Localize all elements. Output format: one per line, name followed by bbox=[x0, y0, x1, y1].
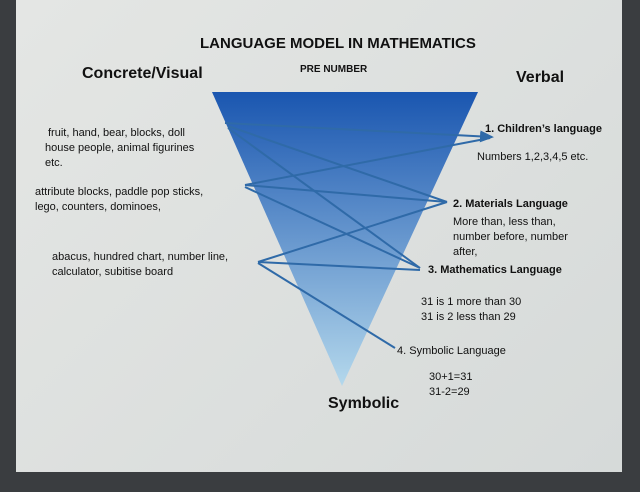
stage-1-examples: Numbers 1,2,3,4,5 etc. bbox=[477, 150, 588, 165]
materials-line: etc. bbox=[45, 157, 63, 169]
connector-line bbox=[257, 201, 448, 263]
materials-group-2: attribute blocks, paddle pop sticks, leg… bbox=[35, 185, 203, 215]
example-line: 31 is 1 more than 30 bbox=[421, 296, 522, 308]
materials-line: calculator, subitise board bbox=[52, 266, 174, 278]
stage-4-examples: 30+1=31 31-2=29 bbox=[429, 370, 472, 400]
stage-4-label: 4. Symbolic Language bbox=[397, 345, 506, 357]
connector-line bbox=[244, 184, 448, 203]
example-line: 31 is 2 less than 29 bbox=[421, 311, 516, 323]
example-line: number before, number bbox=[453, 231, 568, 243]
example-line: More than, less than, bbox=[453, 216, 556, 228]
stage-3-label: 3. Mathematics Language bbox=[428, 264, 562, 276]
left-heading: Concrete/Visual bbox=[82, 65, 203, 82]
inverted-triangle bbox=[212, 92, 478, 386]
page-title: LANGUAGE MODEL IN MATHEMATICS bbox=[200, 35, 476, 52]
right-heading: Verbal bbox=[516, 69, 565, 86]
connector-line bbox=[257, 262, 396, 349]
connector-line bbox=[224, 122, 494, 143]
stage-1-label: 1. Children’s language bbox=[485, 123, 602, 135]
example-line: after, bbox=[453, 246, 478, 258]
connector-line bbox=[227, 127, 421, 269]
materials-line: lego, counters, dominoes, bbox=[35, 201, 161, 213]
connector-line bbox=[244, 137, 491, 186]
connector-lines bbox=[224, 122, 494, 349]
stage-2-examples: More than, less than, number before, num… bbox=[453, 215, 568, 260]
materials-group-3: abacus, hundred chart, number line, calc… bbox=[52, 250, 228, 280]
materials-line: house people, animal figurines bbox=[45, 142, 195, 154]
stage-2-label: 2. Materials Language bbox=[453, 198, 568, 210]
example-line: 30+1=31 bbox=[429, 371, 473, 383]
materials-line: abacus, hundred chart, number line, bbox=[52, 251, 229, 263]
connector-line bbox=[244, 186, 421, 269]
connector-line bbox=[257, 261, 421, 271]
materials-line: attribute blocks, paddle pop sticks, bbox=[35, 186, 204, 198]
subtitle: PRE NUMBER bbox=[300, 64, 368, 75]
materials-line: fruit, hand, bear, blocks, doll bbox=[48, 127, 185, 139]
example-line: Numbers 1,2,3,4,5 etc. bbox=[477, 151, 589, 163]
materials-group-1: fruit, hand, bear, blocks, doll house pe… bbox=[45, 126, 195, 171]
bottom-label: Symbolic bbox=[328, 395, 400, 412]
stage-3-examples: 31 is 1 more than 30 31 is 2 less than 2… bbox=[421, 295, 521, 325]
connector-line bbox=[227, 125, 448, 203]
example-line: 31-2=29 bbox=[429, 386, 470, 398]
